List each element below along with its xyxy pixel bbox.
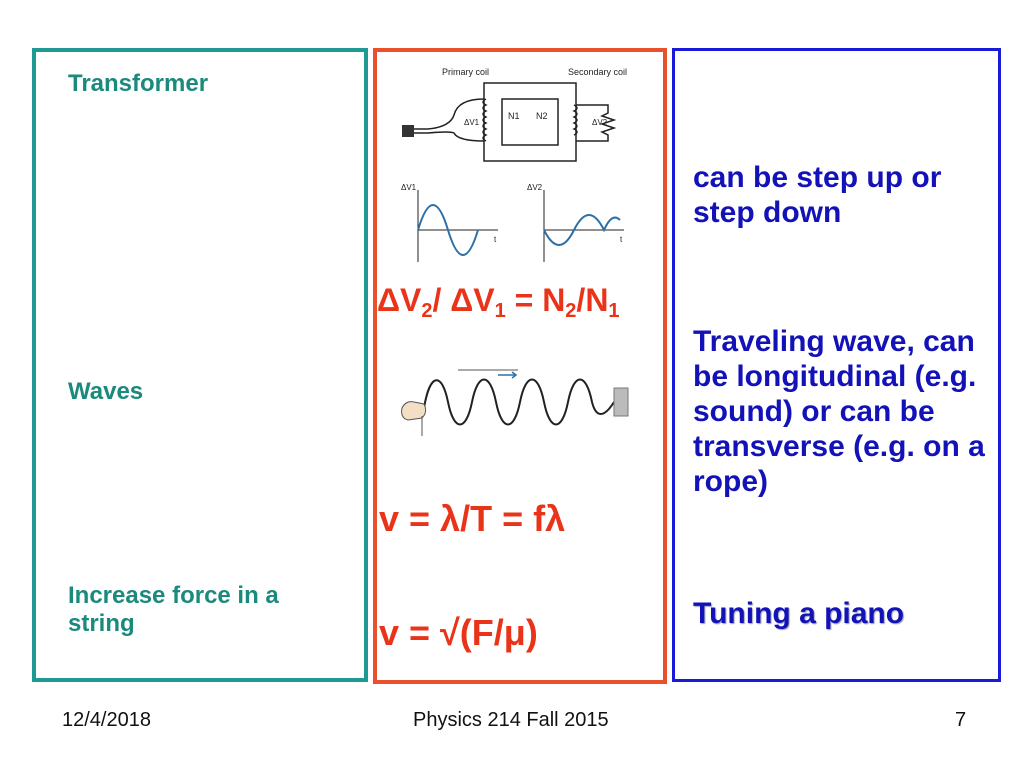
dv2-graph: ΔV2 t <box>527 183 624 262</box>
transformer-diagram: Primary coil Secondary coil N1 N2 ΔV1 ΔV… <box>402 67 627 162</box>
wave-speed-formula: v = λ/T = fλ <box>379 498 566 539</box>
footer-course: Physics 214 Fall 2015 <box>413 709 609 731</box>
n2-label: N2 <box>536 111 548 121</box>
n1-label: N1 <box>508 111 520 121</box>
n1-subscript: 1 <box>608 300 620 322</box>
dv2-subscript: 2 <box>421 300 433 322</box>
dv2-axis-label: ΔV2 <box>527 183 543 192</box>
dv2-label: ΔV2 <box>592 118 608 127</box>
topic-waves: Waves <box>68 378 144 405</box>
dv1-label: ΔV1 <box>464 118 480 127</box>
n2-subscript: 2 <box>565 300 577 322</box>
transformer-formula: ΔV2/ ΔV1 = N2/N1 <box>377 281 620 330</box>
topic-increase-force: Increase force in a string <box>68 582 279 637</box>
n2-symbol: N <box>542 282 566 318</box>
string-speed-formula: v = √(F/μ) <box>379 612 538 653</box>
dv1-axis-label: ΔV1 <box>401 183 417 192</box>
dv2-symbol: ΔV <box>377 282 422 318</box>
n1-symbol: N <box>585 282 609 318</box>
formula-column <box>373 48 667 684</box>
secondary-coil-label: Secondary coil <box>568 67 627 77</box>
traveling-wave-text: Traveling wave, can be longitudinal (e.g… <box>693 325 985 498</box>
equals-symbol: = <box>505 282 543 318</box>
rope-wave-diagram <box>401 369 629 436</box>
topic-transformer: Transformer <box>68 70 209 97</box>
footer-date: 12/4/2018 <box>62 709 151 731</box>
primary-coil-label: Primary coil <box>442 67 489 77</box>
t-axis-label: t <box>494 235 497 244</box>
page-number: 7 <box>955 709 967 731</box>
dv1-graph: ΔV1 t <box>401 183 498 262</box>
topic-column <box>32 48 368 682</box>
description-column <box>672 48 1001 682</box>
dv1-subscript: 1 <box>494 300 506 322</box>
dv1-symbol: ΔV <box>450 282 495 318</box>
divide-symbol: / <box>576 282 586 318</box>
t-axis-label: t <box>620 235 623 244</box>
step-up-down-text: can be step up or step down <box>693 161 942 229</box>
tuning-piano-text: Tuning a piano <box>693 597 905 630</box>
divide-symbol: / <box>432 282 451 318</box>
